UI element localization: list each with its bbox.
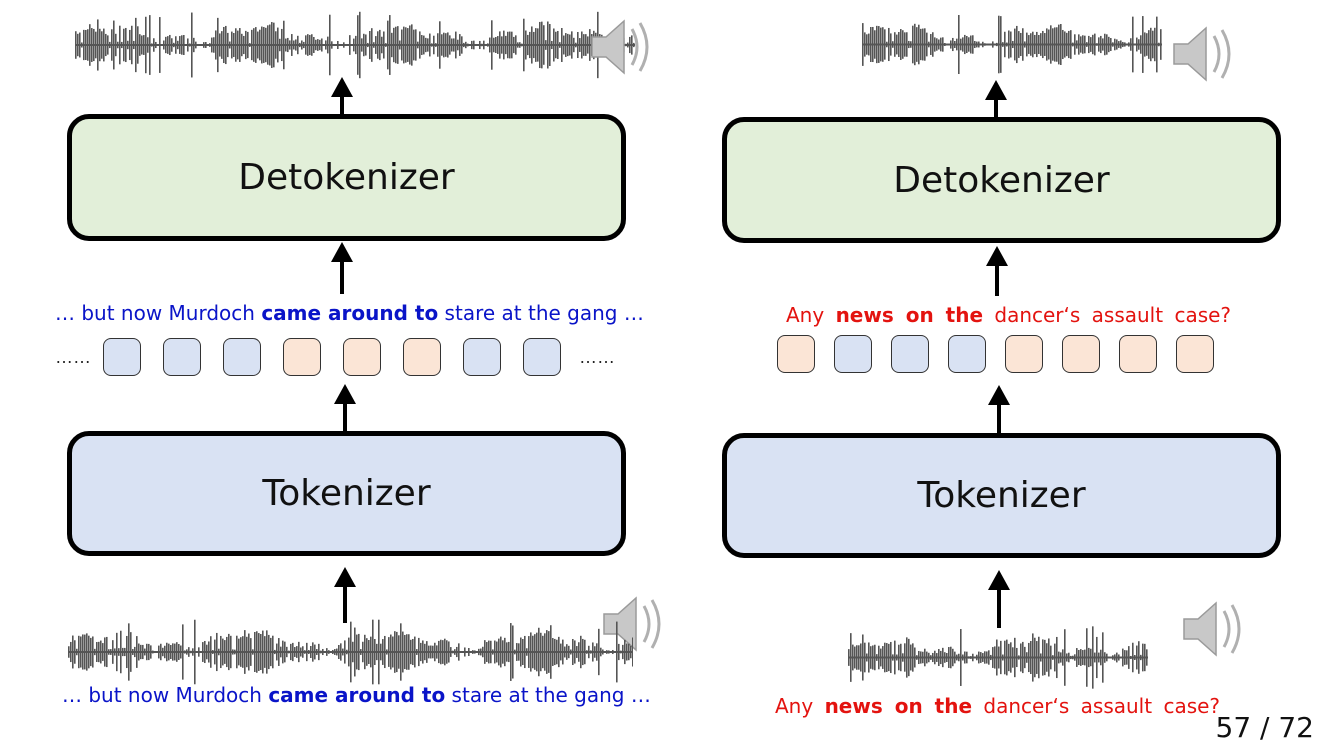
waveform-icon — [862, 14, 1162, 75]
token — [163, 338, 201, 376]
speaker-icon[interactable] — [1172, 22, 1242, 87]
arrow-up-icon — [985, 80, 1007, 118]
arrow-up-icon — [334, 384, 356, 432]
page-number: 57 / 72 — [1215, 711, 1315, 744]
transcript-caption-bottom: Any news on the dancer‘s assault case? — [775, 694, 1221, 718]
speaker-icon[interactable] — [602, 592, 672, 657]
tokenizer-box: Tokenizer — [67, 431, 626, 556]
token-sequence: …… …… — [55, 338, 615, 376]
transcript-caption-top: … but now Murdoch came around to stare a… — [55, 301, 644, 325]
arrow-up-icon — [988, 385, 1010, 433]
token — [834, 335, 872, 373]
token — [463, 338, 501, 376]
token — [343, 338, 381, 376]
transcript-caption-bottom: … but now Murdoch came around to stare a… — [62, 683, 651, 707]
transcript-caption-top: Any news on the dancer‘s assault case? — [786, 303, 1232, 327]
arrow-up-icon — [988, 570, 1010, 628]
waveform-icon — [848, 626, 1148, 689]
token — [523, 338, 561, 376]
token — [403, 338, 441, 376]
token — [1062, 335, 1100, 373]
token — [948, 335, 986, 373]
ellipsis-left: …… — [55, 346, 91, 367]
token — [1176, 335, 1214, 373]
tokenizer-box: Tokenizer — [722, 433, 1281, 558]
arrow-up-icon — [986, 246, 1008, 296]
token — [283, 338, 321, 376]
token — [891, 335, 929, 373]
token — [1005, 335, 1043, 373]
token — [777, 335, 815, 373]
speaker-icon[interactable] — [1182, 597, 1252, 662]
arrow-up-icon — [334, 567, 356, 623]
speaker-icon[interactable] — [590, 15, 660, 80]
detokenizer-box: Detokenizer — [67, 114, 626, 241]
token — [103, 338, 141, 376]
waveform-icon — [68, 619, 633, 685]
arrow-up-icon — [331, 77, 353, 115]
token — [223, 338, 261, 376]
token-sequence — [777, 335, 1214, 373]
arrow-up-icon — [331, 242, 353, 294]
token — [1119, 335, 1157, 373]
waveform-icon — [75, 11, 635, 79]
detokenizer-box: Detokenizer — [722, 117, 1281, 243]
ellipsis-right: …… — [579, 346, 615, 367]
